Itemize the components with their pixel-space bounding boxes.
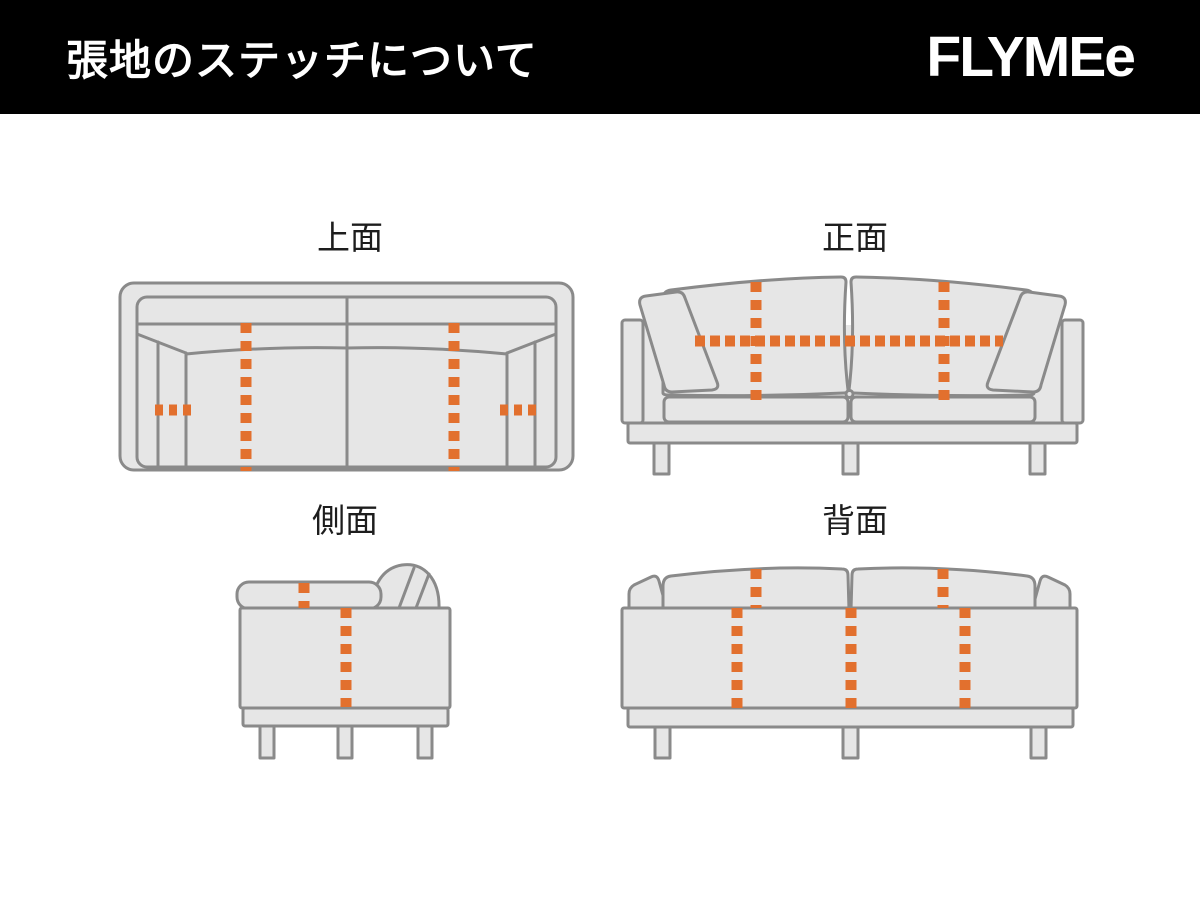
side-view-label: 側面 [312,502,378,539]
top-view-diagram [118,281,575,472]
front-view-sofa [620,275,1085,476]
back-view-label: 背面 [822,502,888,539]
center-button-detail [844,389,855,399]
top-view-sofa [118,281,575,472]
base-rail [626,706,1075,729]
top-view-stitches [155,323,539,471]
right-armrest-pad [985,290,1067,394]
front-leg [258,724,276,760]
left-leg [652,441,671,476]
header-bar: 張地のステッチについて FLYMEe [0,0,1200,114]
base-rail [241,706,450,728]
rear-leg [416,724,434,760]
front-view-stitches [695,282,1003,400]
flymee-logo: FLYMEe [926,25,1136,89]
cushion-pleat-seam [397,566,416,610]
left-arm-frame [620,318,645,425]
right-arm-frame [1060,318,1085,425]
left-leg [653,725,672,760]
center-leg [841,441,860,476]
right-arm-diagonal-seam [505,332,558,355]
right-seat-edge-seam [345,346,509,356]
side-view-sofa [235,563,452,760]
side-view-stitches [298,583,352,707]
left-armrest-pad [638,290,720,394]
back-view-diagram [620,566,1079,760]
right-armrest-tip [1030,574,1072,612]
center-leg [841,725,860,760]
back-view-stitches [731,569,971,708]
side-view-diagram [235,563,452,760]
front-view-diagram [620,275,1085,476]
right-seat-cushion [849,395,1037,424]
cushion-pleat-seam [414,572,431,610]
right-leg [1029,725,1048,760]
front-view-label: 正面 [822,219,888,256]
right-leg [1028,441,1047,476]
back-panel [620,606,1079,710]
page-title: 張地のステッチについて [66,36,538,84]
middle-leg [336,724,354,760]
left-armrest-tip [627,574,669,612]
top-view-label: 上面 [317,219,383,256]
left-seat-cushion [662,395,850,424]
left-seat-edge-seam [184,346,349,356]
base-rail [626,421,1079,445]
side-panel [238,606,452,710]
left-arm-diagonal-seam [135,332,188,355]
